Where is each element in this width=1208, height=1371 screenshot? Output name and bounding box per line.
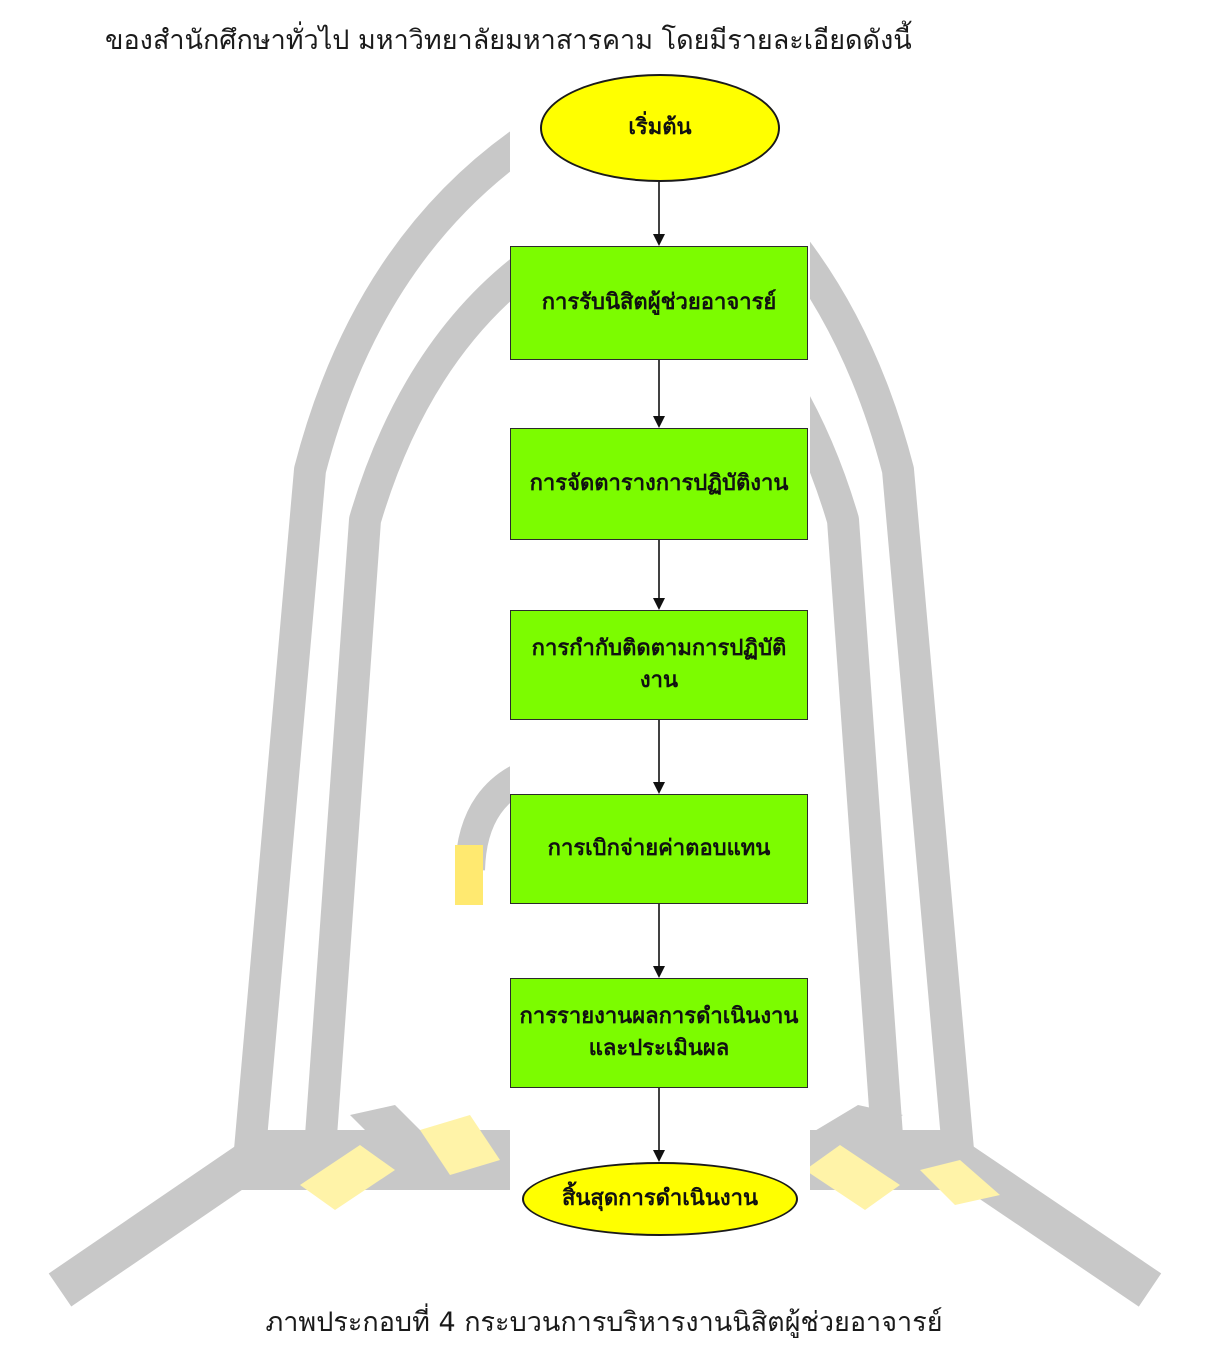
- step-4-compensation-disbursement: การเบิกจ่ายค่าตอบแทน: [510, 794, 808, 904]
- figure-caption: ภาพประกอบที่ 4 กระบวนการบริหารงานนิสิตผู…: [265, 1307, 943, 1338]
- step-3-monitoring-work: การกำกับติดตามการปฏิบัติงาน: [510, 610, 808, 720]
- intro-paragraph-line: ของสำนักศึกษาทั่วไป มหาวิทยาลัยมหาสารคาม…: [105, 25, 912, 56]
- end-terminal: สิ้นสุดการดำเนินงาน: [522, 1162, 798, 1236]
- step-1-recruit-teaching-assistants: การรับนิสิตผู้ช่วยอาจารย์: [510, 246, 808, 360]
- step-5-reporting-and-evaluation: การรายงานผลการดำเนินงานและประเมินผล: [510, 978, 808, 1088]
- step-2-work-scheduling: การจัดตารางการปฏิบัติงาน: [510, 428, 808, 540]
- start-terminal: เริ่มต้น: [540, 74, 780, 182]
